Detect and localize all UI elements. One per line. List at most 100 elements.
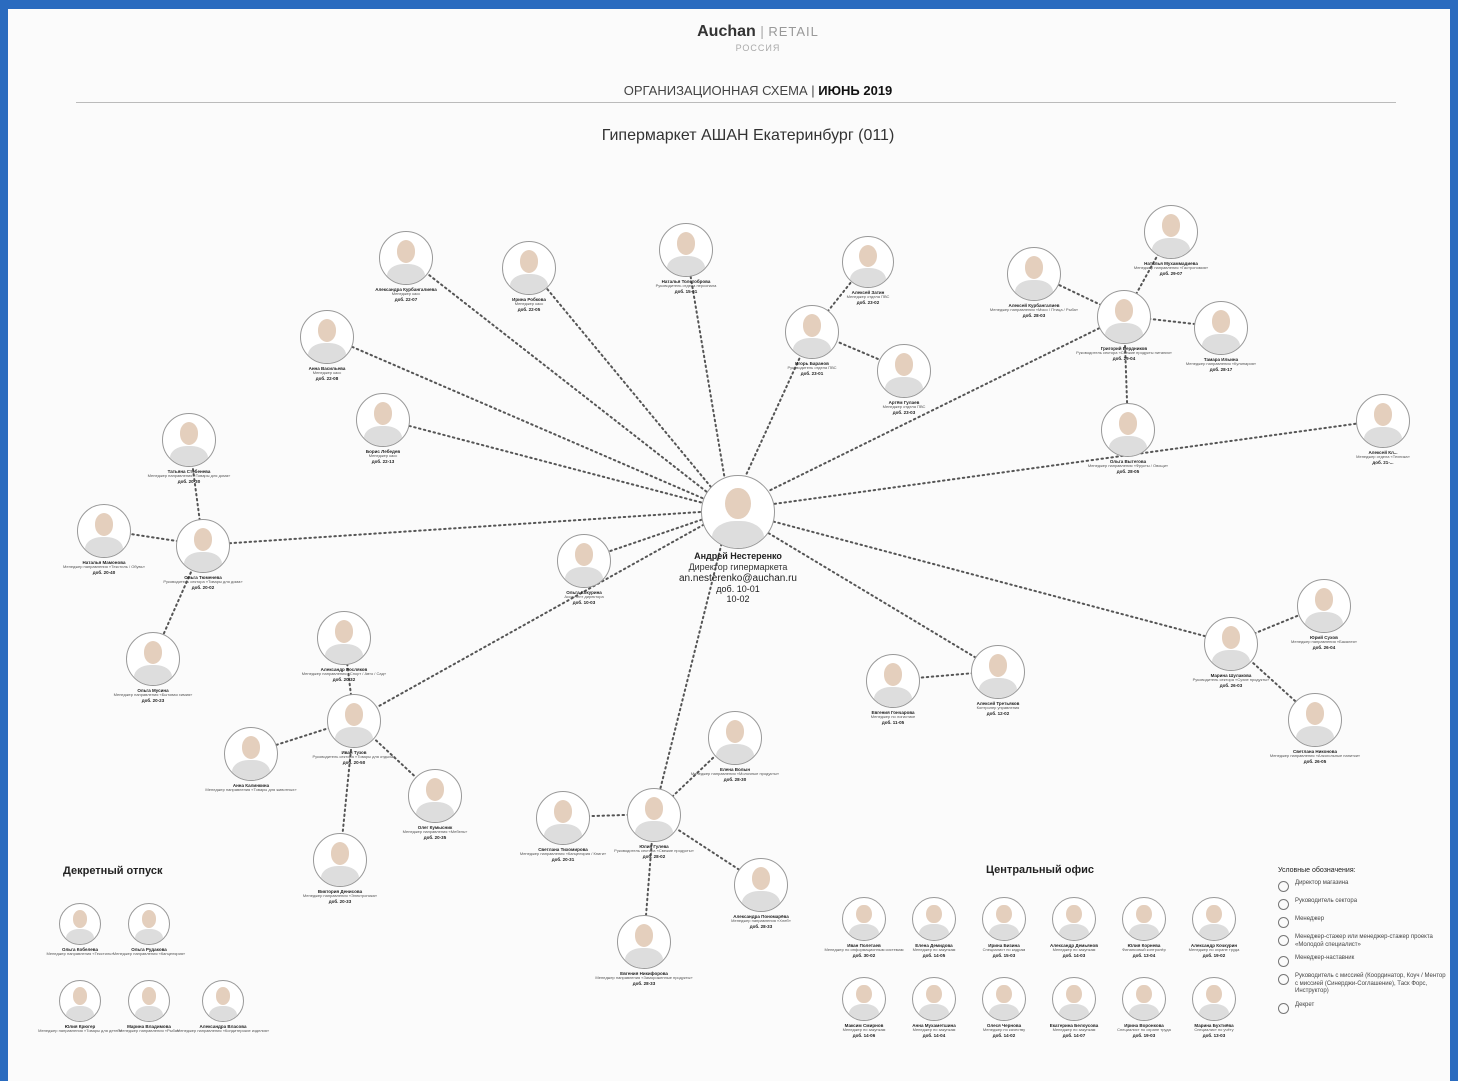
person-photo [842, 897, 886, 941]
person-role: Руководитель сектора «Товары для дома» [163, 579, 243, 585]
person-name: Григорий Бердников [1100, 346, 1148, 351]
person-node-p15[interactable]: Алексей Кл...Менеджер отдела «Техника»до… [1328, 394, 1438, 465]
person-name: Светлана Тихомирова [538, 847, 588, 852]
person-name: Виктория Денисова [317, 889, 363, 894]
legend-marker-icon [1278, 956, 1289, 967]
person-ext: доб. 13-03 [1202, 1033, 1226, 1039]
legend-marker-icon [1278, 974, 1289, 985]
person-photo [734, 858, 788, 912]
person-role: Менеджер направления «Бытовая химия» [113, 692, 193, 698]
person-photo [1007, 247, 1061, 301]
person-photo [877, 344, 931, 398]
person-photo [1194, 301, 1248, 355]
person-name: Марина Шулакова [1210, 673, 1252, 678]
person-name: Анна Калинкина [232, 783, 270, 788]
person-name: Олег Кумысник [417, 825, 453, 830]
person-ext: доб. 20-33 [328, 899, 352, 905]
person-photo [659, 223, 713, 277]
person-photo [1052, 897, 1096, 941]
person-name: Ольга Рудакова [131, 947, 167, 952]
legend-item: Менеджер-стажер или менеджер-стажер прое… [1278, 934, 1448, 949]
person-photo [59, 903, 101, 945]
person-role: Менеджер направления «Товары для дома» [147, 473, 231, 479]
person-role: Менеджер направления «Текстиль / Обувь» [63, 564, 145, 570]
person-photo [128, 980, 170, 1022]
connector-line [326, 335, 731, 511]
person-ext: доб. 20-23 [141, 698, 165, 704]
connector-line [729, 419, 1384, 511]
person-ext: доб. 11-05 [881, 720, 905, 726]
person-photo [162, 413, 216, 467]
person-role: Менеджер по закупкам [912, 1027, 956, 1033]
person-ext: доб. 20-30 [177, 479, 201, 485]
person-name: Ирина Робкова [512, 297, 546, 302]
person-role: Менеджер по качеству [982, 1027, 1026, 1033]
legend-item: Руководитель сектора [1278, 898, 1448, 910]
director-email[interactable]: an.nesterenko@auchan.ru [678, 572, 797, 584]
legend-title: Условные обозначения: [1278, 867, 1356, 874]
person-ext: доб. 26-03 [1219, 683, 1243, 689]
person-role: Менеджер по охране труда [1188, 947, 1240, 953]
person-role: Руководитель сектора «Свежие продукты» [614, 848, 694, 854]
person-name: Тамара Ильина [1203, 357, 1239, 362]
person-photo [557, 534, 611, 588]
director-node[interactable]: Андрей Нестеренко Директор гипермаркета … [678, 475, 798, 604]
person-role: Менеджер направления «Молочные продукты» [690, 771, 780, 777]
person-name: Ольга Мусина [137, 688, 169, 693]
person-ext: доб. 28-30 [723, 777, 747, 783]
person-name: Наталья Мамонова [82, 560, 126, 565]
person-role: Менеджер по закупкам [1052, 1027, 1096, 1033]
person-ext: доб. 10-03 [572, 600, 596, 606]
